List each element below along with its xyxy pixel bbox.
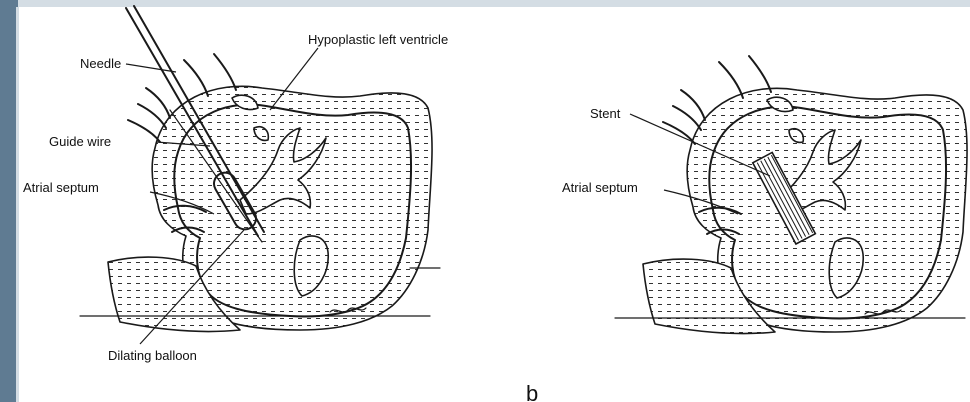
- label-needle: Needle: [80, 56, 121, 71]
- label-atrial-septum-right: Atrial septum: [562, 180, 638, 195]
- right-vessel-1: [681, 90, 705, 120]
- right-vessel-4: [719, 62, 743, 98]
- label-guide-wire: Guide wire: [49, 134, 111, 149]
- right-vessel-5: [749, 56, 771, 92]
- label-dilating-balloon: Dilating balloon: [108, 348, 197, 363]
- right-vessel-2: [673, 106, 701, 130]
- label-atrial-septum-left: Atrial septum: [23, 180, 99, 195]
- left-vessel-2: [138, 104, 166, 128]
- left-vessel-1: [146, 88, 170, 118]
- left-vessel-4: [184, 60, 208, 96]
- label-hypoplastic-lv: Hypoplastic left ventricle: [308, 32, 448, 47]
- panel-letter: b: [526, 381, 538, 402]
- left-vessel-3: [128, 120, 160, 142]
- right-panel: Stent Atrial septum: [562, 56, 967, 334]
- label-stent: Stent: [590, 106, 621, 121]
- left-panel: Needle Guide wire Atrial septum Hypoplas…: [23, 6, 448, 363]
- left-vessel-5: [214, 54, 236, 90]
